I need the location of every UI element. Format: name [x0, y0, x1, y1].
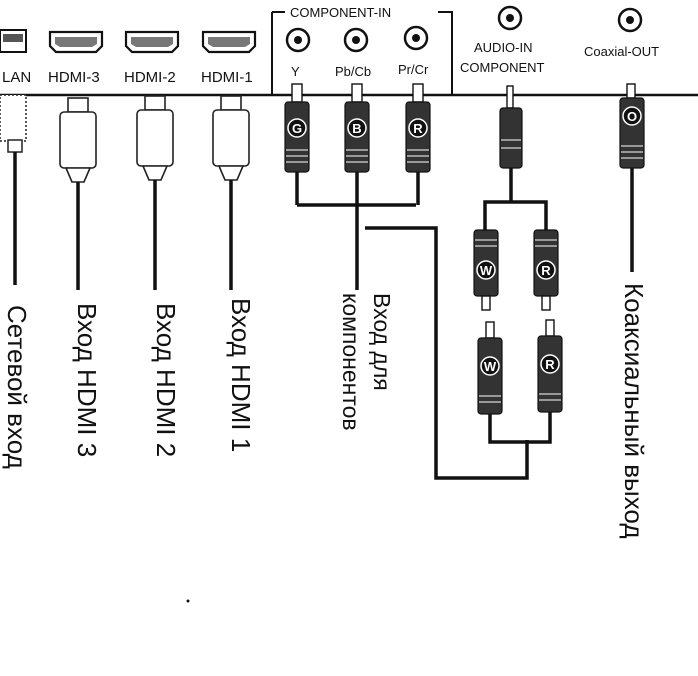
- audio-in-jack[interactable]: AUDIO-IN COMPONENT: [460, 5, 545, 75]
- blue-plug-letter: B: [352, 121, 361, 136]
- white-plug-letter-upper: W: [480, 263, 493, 278]
- lan-port[interactable]: LAN: [0, 29, 31, 86]
- lan-cable: [0, 94, 27, 285]
- audio-in-label-1: AUDIO-IN: [474, 40, 533, 55]
- tv-back-panel: [0, 11, 698, 97]
- audio-in-label-2: COMPONENT: [460, 60, 545, 75]
- component-pb-label: Pb/Cb: [335, 64, 371, 79]
- audio-rca-cable-join: [488, 412, 552, 444]
- hdmi-1-port-label: HDMI-1: [201, 69, 253, 86]
- red-audio-plug-letter-lower: R: [545, 357, 555, 372]
- hdmi-3-caption: Вход HDMI 3: [72, 303, 102, 457]
- coaxial-out-label: Coaxial-OUT: [584, 44, 659, 59]
- component-green-plug: G: [284, 83, 310, 173]
- audio-red-plug-lower: R: [537, 319, 563, 413]
- component-y-label: Y: [291, 64, 300, 79]
- audio-white-plug-lower: W: [477, 321, 503, 415]
- component-caption-line1: Вход для: [369, 293, 395, 391]
- audio-red-plug-upper: R: [533, 229, 559, 311]
- hdmi-1-cable: [212, 95, 250, 290]
- red-plug-letter: R: [413, 121, 423, 136]
- white-plug-letter-lower: W: [484, 359, 497, 374]
- audio-minijack-plug: [483, 85, 548, 230]
- component-in-group-label: COMPONENT-IN: [290, 5, 391, 20]
- hdmi-2-cable: [136, 95, 174, 290]
- hdmi-1-caption: Вход HDMI 1: [226, 298, 256, 452]
- hdmi-3-cable: [59, 97, 97, 290]
- component-pb-jack[interactable]: Pb/Cb: [335, 27, 371, 79]
- component-cable-bundle: [295, 172, 529, 480]
- hdmi-3-port[interactable]: HDMI-3: [48, 30, 104, 86]
- green-plug-letter: G: [292, 121, 302, 136]
- hdmi-2-port[interactable]: HDMI-2: [124, 30, 180, 86]
- component-caption-line2: компонентов: [338, 293, 364, 431]
- hdmi-1-port[interactable]: HDMI-1: [201, 30, 257, 86]
- coaxial-out-jack[interactable]: Coaxial-OUT: [584, 7, 659, 59]
- component-y-jack[interactable]: Y: [285, 27, 311, 79]
- component-blue-plug: B: [344, 83, 370, 173]
- speck-mark: [186, 599, 190, 603]
- lan-port-label: LAN: [2, 69, 31, 86]
- audio-white-plug-upper: W: [473, 229, 499, 311]
- lan-caption: Сетевой вход: [2, 305, 32, 469]
- red-audio-plug-letter-upper: R: [541, 263, 551, 278]
- component-pr-label: Pr/Cr: [398, 62, 429, 77]
- coaxial-plug-letter: O: [627, 109, 637, 124]
- coaxial-plug: O: [619, 83, 645, 272]
- component-red-plug: R: [405, 83, 431, 173]
- hdmi-2-port-label: HDMI-2: [124, 69, 176, 86]
- hdmi-2-caption: Вход HDMI 2: [151, 303, 181, 457]
- coaxial-caption: Коаксиальный выход: [619, 283, 649, 539]
- hdmi-3-port-label: HDMI-3: [48, 69, 100, 86]
- component-pr-jack[interactable]: Pr/Cr: [398, 25, 429, 77]
